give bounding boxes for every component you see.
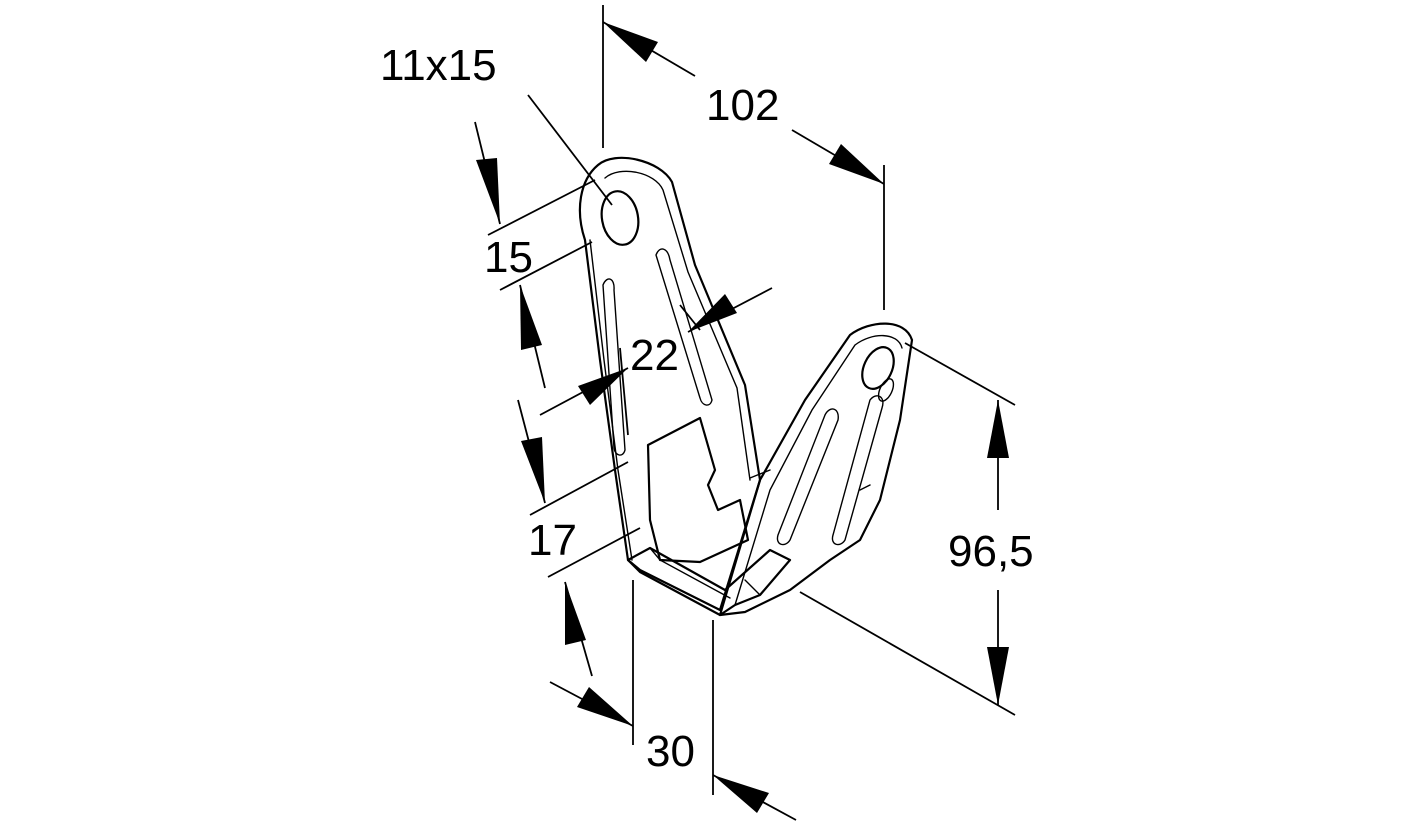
dimension-top-offset: 15 <box>474 121 596 389</box>
dim-label-overall-width: 102 <box>706 81 779 130</box>
dimension-overall-width: 102 <box>602 5 885 310</box>
dim-label-bottom-offset: 17 <box>528 516 577 565</box>
front-leg-outline <box>718 322 914 617</box>
dim-label-slot-size: 11x15 <box>380 41 497 90</box>
dimension-height: 96,5 <box>799 342 1034 716</box>
center-cutout <box>646 416 750 564</box>
dim-label-top-offset: 15 <box>484 233 533 282</box>
dim-label-depth: 30 <box>646 727 695 776</box>
bracket-part <box>578 156 914 617</box>
rear-slot-left <box>602 278 626 456</box>
rear-slot-right <box>655 248 713 406</box>
dimension-bottom-offset: 17 <box>517 399 641 677</box>
front-mount-hole <box>861 346 895 390</box>
dim-label-slot-width: 22 <box>630 331 679 380</box>
rear-mount-hole <box>600 190 640 246</box>
front-slot <box>776 408 839 546</box>
rear-leg-outline <box>578 156 762 612</box>
base-plate <box>626 546 792 617</box>
dim-label-height: 96,5 <box>948 527 1034 576</box>
dimension-slot-width: 22 <box>539 287 773 436</box>
dimension-slot-size: 11x15 <box>380 41 613 206</box>
dimension-depth: 30 <box>549 580 797 821</box>
